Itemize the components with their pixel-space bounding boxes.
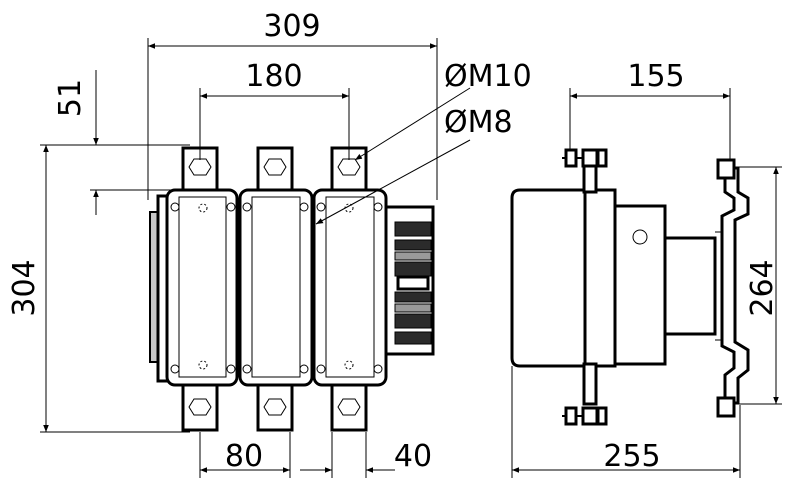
mounting-bracket	[716, 158, 750, 418]
hex-nut-icon	[337, 398, 361, 416]
pole-right	[312, 146, 388, 432]
side-terminal-top	[562, 148, 608, 194]
hex-nut-icon	[188, 398, 212, 416]
pole-middle	[238, 146, 314, 432]
dim-m8-label: ØM8	[444, 105, 513, 140]
dim-terminal-offset: 40	[394, 439, 432, 474]
front-view: 309 180 ØM10 ØM8 51 304 80 40	[7, 9, 532, 478]
dim-terminal-width: 80	[225, 439, 263, 474]
dim-top-offset: 51	[53, 79, 88, 117]
side-housing	[510, 188, 723, 368]
dimension-lines	[43, 43, 471, 473]
dim-side-depth-top: 155	[627, 59, 684, 94]
hex-nut-icon	[263, 398, 287, 416]
dim-overall-width: 309	[263, 9, 320, 44]
dim-m10-label: ØM10	[444, 59, 532, 94]
side-dimension-lines	[512, 93, 779, 473]
pole-left	[165, 146, 239, 432]
dim-side-height: 264	[745, 259, 780, 316]
dim-side-depth-bottom: 255	[603, 439, 660, 474]
side-terminal-bottom	[562, 362, 608, 426]
coil-block	[381, 205, 435, 356]
dim-overall-height: 304	[7, 259, 42, 316]
hex-nut-icon	[188, 158, 212, 176]
extension-lines	[40, 38, 438, 478]
side-view: 155 264 255	[510, 59, 782, 478]
hex-nut-icon	[263, 158, 287, 176]
dim-pole-span: 180	[245, 59, 302, 94]
